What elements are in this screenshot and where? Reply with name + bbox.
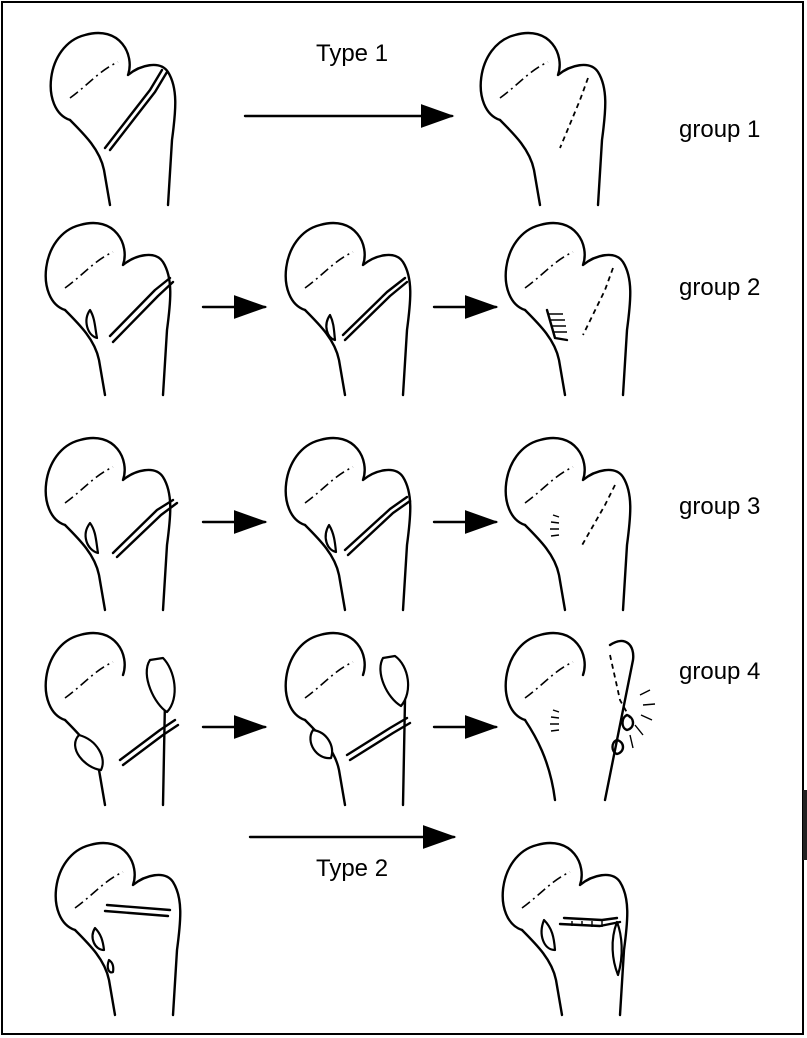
femur-group3-stage3 <box>506 438 631 610</box>
femur-group2-stage2 <box>286 223 411 395</box>
femur-group4-stage3 <box>506 633 655 800</box>
femur-type1-healed <box>481 33 606 205</box>
femur-type2-after <box>503 843 628 1015</box>
femur-group4-stage1 <box>46 633 178 805</box>
femur-group3-stage1 <box>46 438 177 610</box>
femur-type2-before <box>56 843 181 1015</box>
femur-group4-stage2 <box>286 633 410 805</box>
label-group3: group 3 <box>679 495 760 519</box>
femur-group2-stage1 <box>46 223 173 395</box>
label-group1: group 1 <box>679 118 760 142</box>
femur-type1-before <box>51 33 176 205</box>
label-group4: group 4 <box>679 660 760 684</box>
label-type2: Type 2 <box>316 857 388 881</box>
label-group2: group 2 <box>679 276 760 300</box>
label-type1: Type 1 <box>316 42 388 66</box>
femur-group3-stage2 <box>286 438 411 610</box>
femur-group2-stage3 <box>506 223 631 395</box>
